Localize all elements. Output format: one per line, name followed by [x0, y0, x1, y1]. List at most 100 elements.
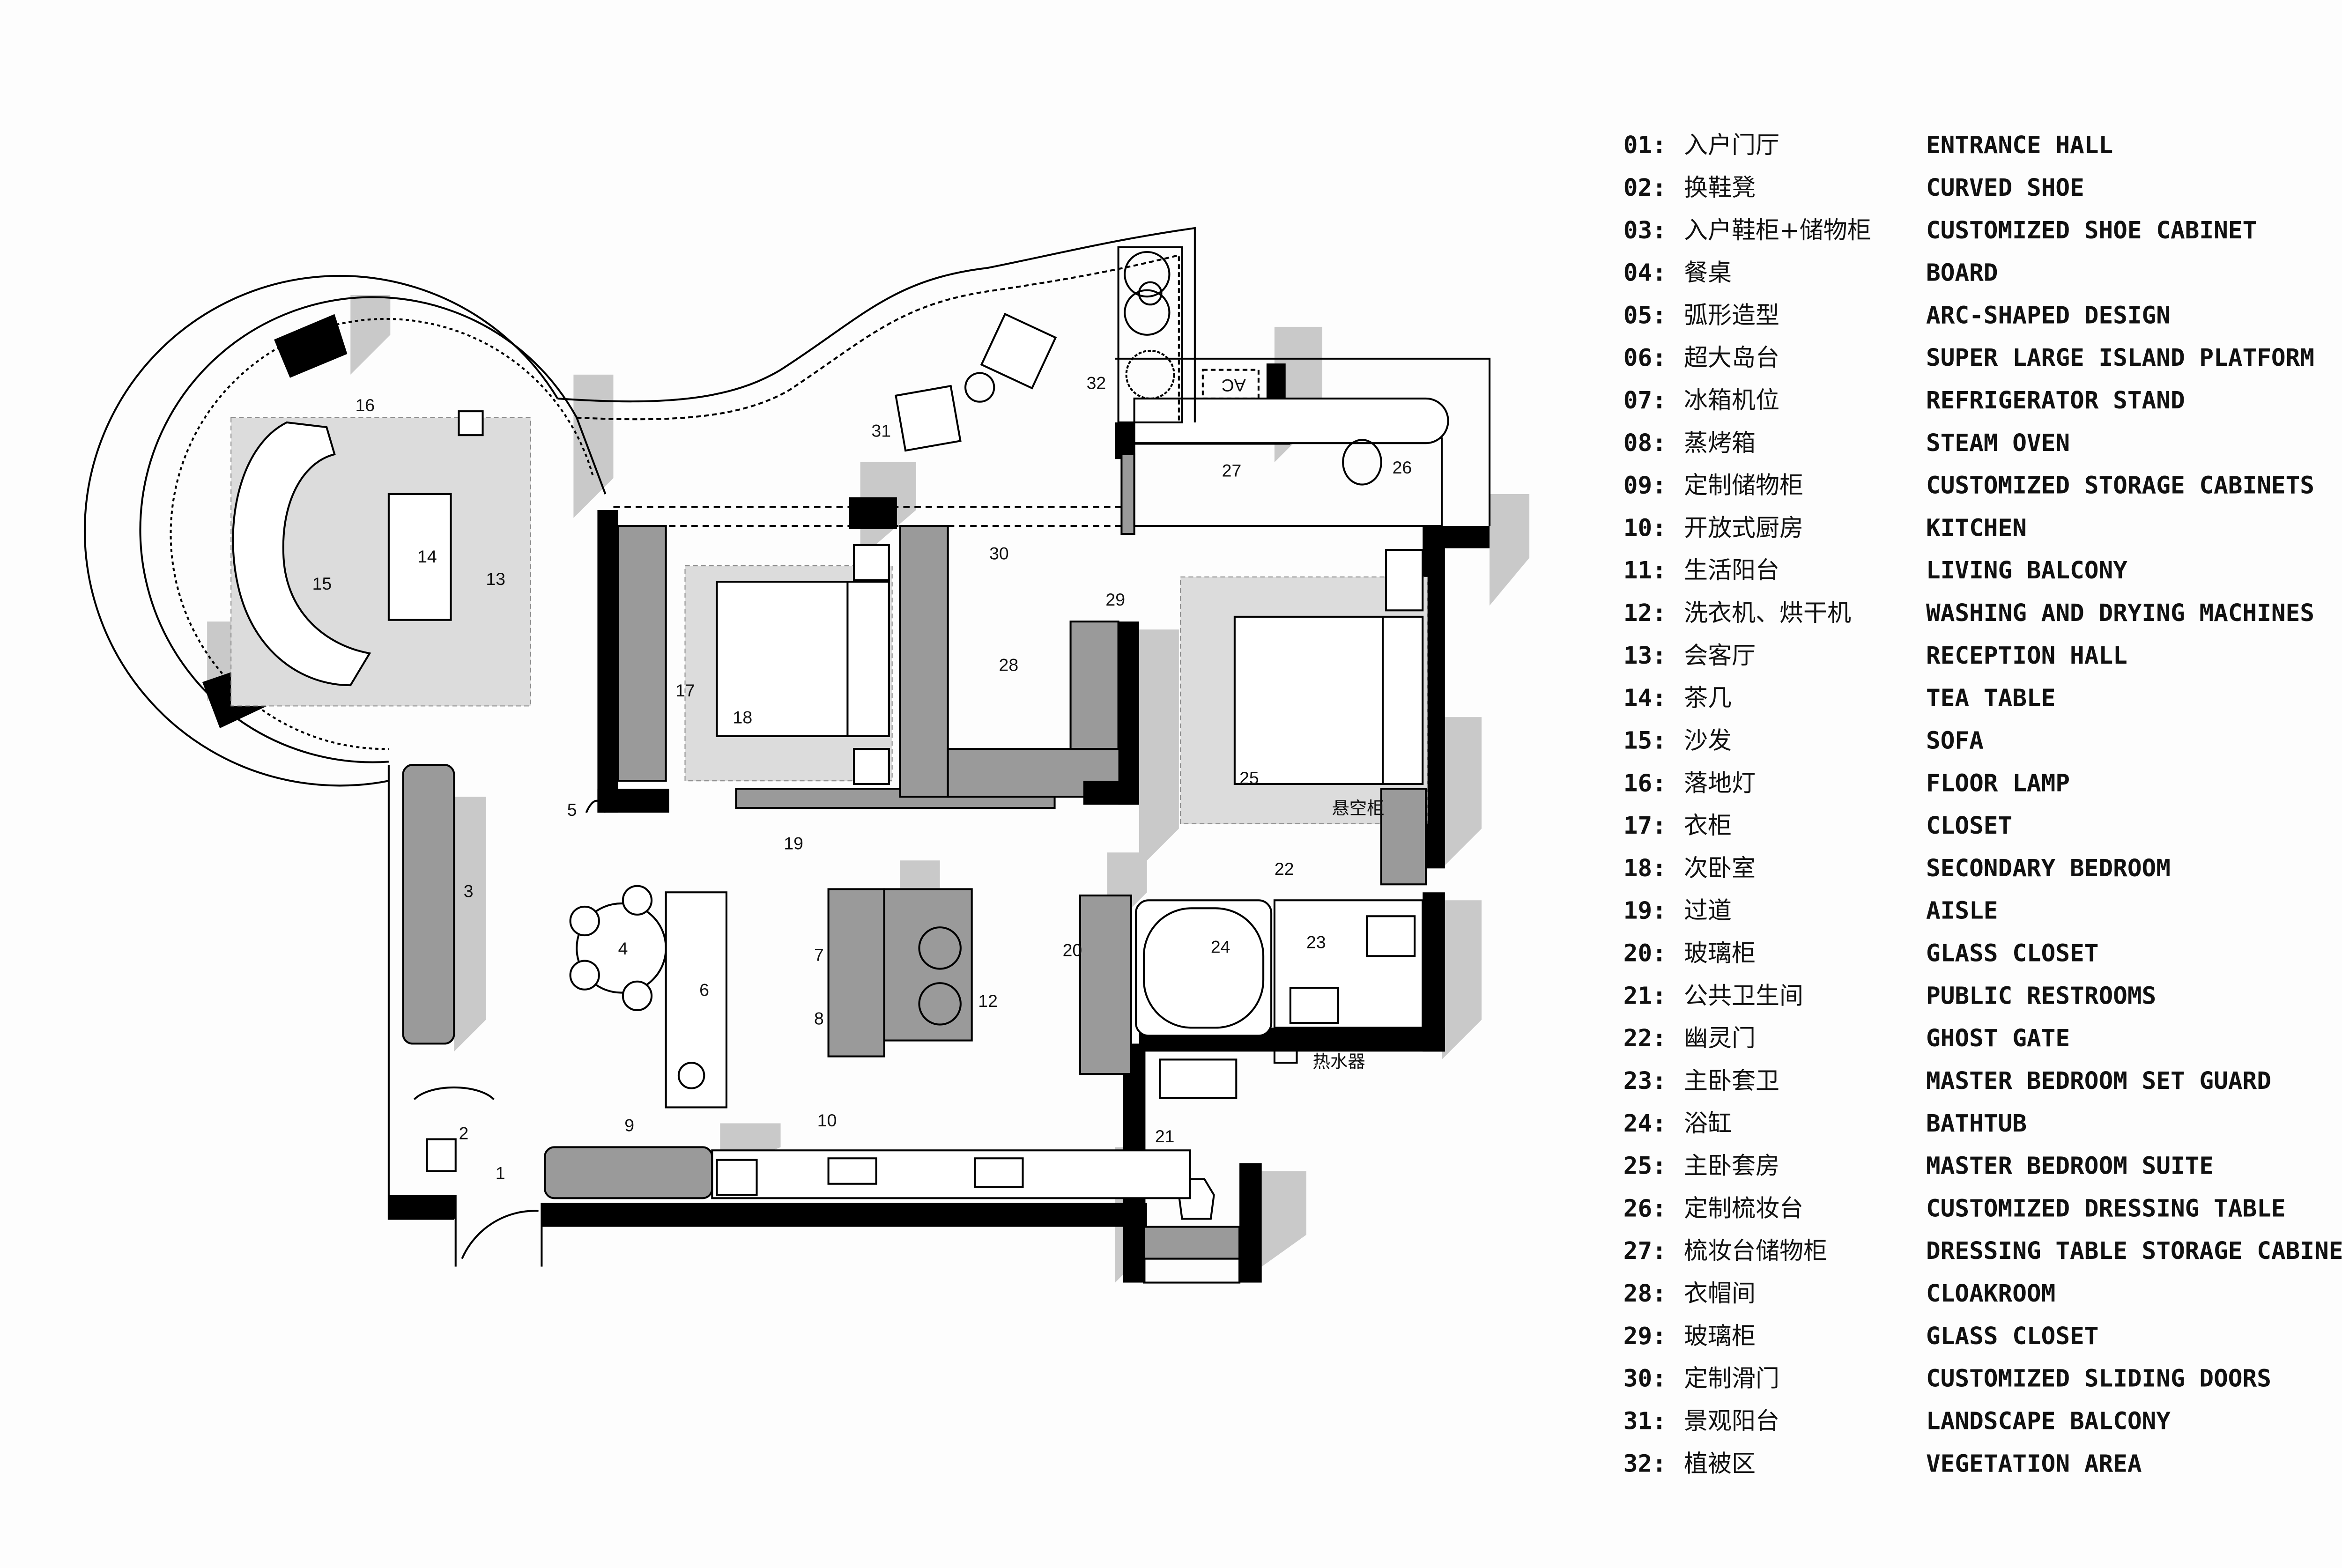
legend-num: 29: [1623, 1323, 1667, 1350]
legend-zh: 衣柜 [1684, 812, 1732, 840]
room-label: 29 [1105, 590, 1125, 609]
legend-num: 02: [1623, 174, 1667, 202]
legend-en: PUBLIC RESTROOMS [1926, 982, 2156, 1010]
legend-en: AISLE [1926, 897, 1998, 925]
legend-row: 26: 定制梳妆台 CUSTOMIZED DRESSING TABLE [1623, 1195, 2286, 1222]
bathrooms [1079, 895, 1424, 1260]
legend-row: 31: 景观阳台 LANDSCAPE BALCONY [1623, 1407, 2171, 1435]
room-label: 9 [624, 1115, 634, 1135]
legend-zh: 幽灵门 [1684, 1025, 1756, 1052]
legend-en: DRESSING TABLE STORAGE CABINET [1926, 1237, 2342, 1265]
legend-zh: 过道 [1684, 897, 1732, 925]
bed-25 [1233, 615, 1424, 785]
legend-zh: 入户鞋柜+储物柜 [1684, 217, 1871, 244]
legend-en: LANDSCAPE BALCONY [1926, 1407, 2171, 1435]
island-platform [665, 891, 727, 1109]
side-table [964, 372, 995, 403]
reception-hall-round-room [83, 274, 607, 787]
legend-num: 01: [1623, 132, 1667, 159]
ac-unit [1201, 369, 1260, 399]
room-label: 20 [1063, 940, 1082, 960]
legend-zh: 沙发 [1684, 727, 1732, 754]
legend-num: 31: [1623, 1407, 1667, 1435]
legend-en: STEAM OVEN [1926, 429, 2070, 457]
legend-zh: 定制梳妆台 [1684, 1195, 1803, 1222]
room-label: 24 [1211, 937, 1230, 957]
legend-num: 12: [1623, 599, 1667, 627]
legend-en: TEA TABLE [1926, 685, 2055, 712]
glass-closet-20 [1079, 895, 1132, 1075]
room-label: 32 [1087, 373, 1106, 393]
kitchen-counter [711, 1149, 1191, 1199]
legend-en: RECEPTION HALL [1926, 642, 2127, 670]
room-label: 6 [699, 980, 709, 999]
legend-zh: 定制滑门 [1684, 1365, 1779, 1393]
legend-zh: 落地灯 [1684, 769, 1756, 797]
legend-zh: 弧形造型 [1684, 302, 1779, 329]
legend-en: MASTER BEDROOM SET GUARD [1926, 1067, 2271, 1095]
legend-en: REFRIGERATOR STAND [1926, 387, 2185, 414]
legend-en: CUSTOMIZED DRESSING TABLE [1926, 1195, 2286, 1222]
legend-en: CURVED SHOE [1926, 174, 2084, 202]
legend-zh: 公共卫生间 [1684, 982, 1803, 1010]
legend-en: ENTRANCE HALL [1926, 132, 2113, 159]
legend-en: SOFA [1926, 727, 1984, 754]
legend-num: 09: [1623, 472, 1667, 500]
legend-en: CUSTOMIZED SHOE CABINET [1926, 217, 2257, 244]
room-label: 31 [871, 421, 891, 441]
cloakroom [899, 525, 1139, 805]
legend-zh: 玻璃柜 [1684, 1323, 1756, 1350]
room-label: 27 [1222, 461, 1242, 481]
legend-num: 06: [1623, 344, 1667, 372]
public-basin [1158, 1058, 1238, 1099]
legend-zh: 衣帽间 [1684, 1280, 1756, 1308]
legend-num: 22: [1623, 1025, 1667, 1052]
room-label: 16 [355, 395, 375, 415]
legend-en: SUPER LARGE ISLAND PLATFORM [1926, 344, 2314, 372]
storage-cabinet-9 [544, 1146, 713, 1199]
legend-zh: 入户门厅 [1684, 132, 1779, 159]
arc-wall-segment [274, 314, 348, 378]
legend-zh: 生活阳台 [1684, 557, 1779, 584]
legend-en: WASHING AND DRYING MACHINES [1926, 599, 2314, 627]
legend-zh: 次卧室 [1684, 855, 1756, 882]
legend-en: BOARD [1926, 259, 1998, 287]
shoe-cabinet-3 [402, 764, 455, 1045]
legend-num: 18: [1623, 855, 1667, 882]
room-label: 19 [784, 833, 803, 853]
room-label: 8 [814, 1009, 824, 1028]
legend-num: 16: [1623, 769, 1667, 797]
legend-num: 26: [1623, 1195, 1667, 1222]
room-label: 28 [999, 655, 1019, 675]
legend-zh: 冰箱机位 [1684, 387, 1779, 414]
legend-num: 04: [1623, 259, 1667, 287]
room-label: 17 [675, 680, 695, 700]
legend-en: CLOAKROOM [1926, 1280, 2055, 1308]
room-label: 14 [417, 547, 437, 566]
bed-18 [716, 581, 890, 738]
legend-zh: 景观阳台 [1684, 1407, 1779, 1435]
hanging-cabinet [1380, 788, 1427, 886]
room-label: 18 [733, 708, 753, 727]
legend-en: CUSTOMIZED STORAGE CABINETS [1926, 472, 2314, 500]
legend-zh: 植被区 [1684, 1450, 1756, 1478]
legend-zh: 玻璃柜 [1684, 940, 1756, 968]
legend-num: 32: [1623, 1450, 1667, 1478]
secondary-bedroom [597, 497, 1056, 813]
